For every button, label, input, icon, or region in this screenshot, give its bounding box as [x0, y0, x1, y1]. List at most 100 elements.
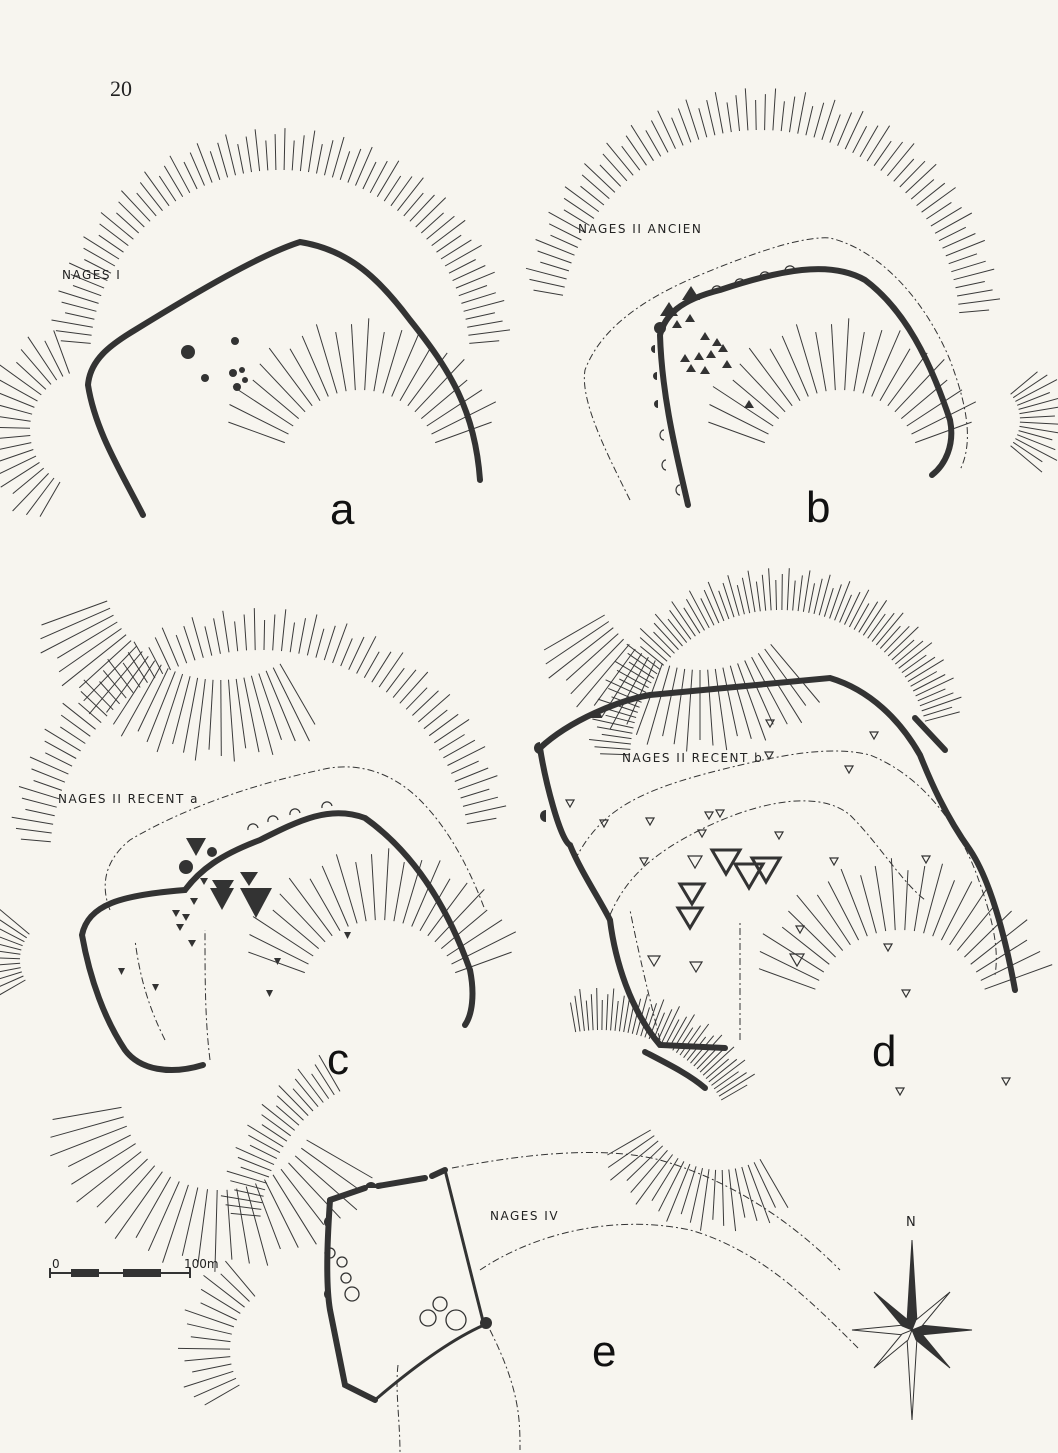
hachure-line: [96, 1158, 148, 1208]
hachure-line: [191, 617, 204, 658]
hachure-line: [466, 817, 497, 824]
hachure-line: [605, 994, 609, 1031]
panel-d-triangle: [703, 811, 715, 821]
hachure-line: [781, 926, 830, 965]
panel-b-title: NAGES II ANCIEN: [578, 222, 703, 236]
hachure-line: [169, 155, 191, 194]
hachure-line: [813, 578, 823, 615]
hachure-line: [297, 1068, 324, 1103]
hachure-line: [813, 102, 825, 138]
hachure-line: [435, 421, 492, 444]
panel-d-triangle: [882, 943, 894, 953]
hachure-line: [196, 143, 213, 183]
hachure-line: [258, 673, 282, 740]
hachure-line: [699, 1046, 727, 1073]
hachure-line: [913, 865, 926, 932]
hachure-line: [685, 99, 700, 140]
hachure-line: [721, 1169, 725, 1226]
panel-c-inner-dashed-line: [134, 929, 211, 1061]
hachure-line: [443, 739, 476, 759]
panel-d-tower: [534, 742, 540, 754]
hachure-line: [563, 209, 590, 226]
hachure-line: [626, 660, 656, 725]
hachure-line: [321, 865, 349, 927]
hachure-line: [1015, 379, 1058, 402]
panel-b-triangle: [712, 338, 722, 346]
hachure-line: [248, 1134, 281, 1154]
panel-d-triangles: [564, 719, 1012, 1097]
hachure-line: [1010, 445, 1043, 473]
hachure-line: [20, 838, 51, 843]
panel-d-triangle: [686, 855, 704, 870]
hachure-line: [463, 300, 505, 312]
hachure-line: [707, 581, 725, 622]
hachure-line: [894, 640, 924, 665]
hachure-line: [252, 916, 314, 957]
hachure-line: [619, 678, 647, 693]
panel-c-triangle: [186, 838, 206, 856]
hachure-line: [834, 581, 851, 621]
panel-b-triangle: [660, 302, 678, 316]
hachure-line: [194, 679, 206, 761]
hachure-line: [373, 332, 385, 392]
hachure-line: [789, 96, 796, 133]
hachure-line: [1017, 392, 1050, 406]
hachure-line: [289, 622, 295, 653]
hachure-line: [574, 995, 581, 1032]
panel-d-triangle: [1000, 1077, 1012, 1087]
hachure-line: [107, 658, 134, 694]
hachure-line: [875, 612, 904, 646]
panel-e-circle: [419, 1309, 437, 1327]
hachure-line: [122, 662, 141, 688]
hachure-line: [114, 1171, 163, 1239]
hachure-line: [683, 1023, 710, 1058]
hachure-line: [55, 330, 92, 336]
hachure-line: [853, 332, 865, 392]
hachure-line: [384, 848, 390, 921]
panel-a-dot: [242, 377, 248, 383]
panel-b-triangle: [722, 360, 732, 368]
hachure-line: [862, 600, 888, 636]
hachure-line: [0, 979, 26, 996]
hachure-line: [758, 968, 816, 990]
panel-d-triangle: [773, 831, 785, 841]
panel-b-triangle: [686, 364, 696, 372]
hachure-line: [708, 421, 765, 444]
hachure-line: [220, 1273, 250, 1302]
hachure-line: [18, 786, 60, 800]
hachure-line: [599, 164, 622, 187]
hachure-line: [718, 590, 730, 620]
hachure-line: [907, 659, 944, 683]
hachure-line: [452, 265, 486, 282]
panel-c-half-circle: [247, 823, 259, 831]
hachure-line: [545, 621, 610, 665]
hachure-line: [272, 667, 310, 742]
hachure-line: [975, 939, 1028, 973]
hachure-line: [899, 160, 926, 188]
hachure-line: [0, 416, 31, 422]
hachure-line: [932, 880, 955, 937]
hachure-line: [225, 134, 236, 176]
hachure-line: [680, 1166, 697, 1215]
hachure-line: [0, 435, 31, 439]
panel-d-triangle: [788, 953, 806, 968]
hachure-line: [40, 607, 111, 640]
hachure-line: [323, 625, 336, 661]
hachure-line: [614, 1000, 619, 1031]
hachure-line: [455, 951, 512, 974]
hachure-line: [315, 324, 338, 394]
hachure-line: [630, 1149, 668, 1193]
hachure-line: [61, 634, 127, 687]
hachure-line: [590, 994, 594, 1031]
panel-c-triangle: [266, 990, 273, 997]
hachure-line: [948, 253, 978, 265]
hachure-line: [0, 975, 24, 987]
hachure-line: [347, 148, 362, 183]
hachure-line: [139, 182, 163, 212]
page-number: 20: [110, 76, 132, 101]
hachure-line: [294, 1155, 358, 1211]
hachure-line: [58, 628, 122, 673]
hachure-line: [57, 621, 118, 659]
hachure-line: [390, 176, 413, 207]
panel-d-towers: [534, 712, 602, 822]
